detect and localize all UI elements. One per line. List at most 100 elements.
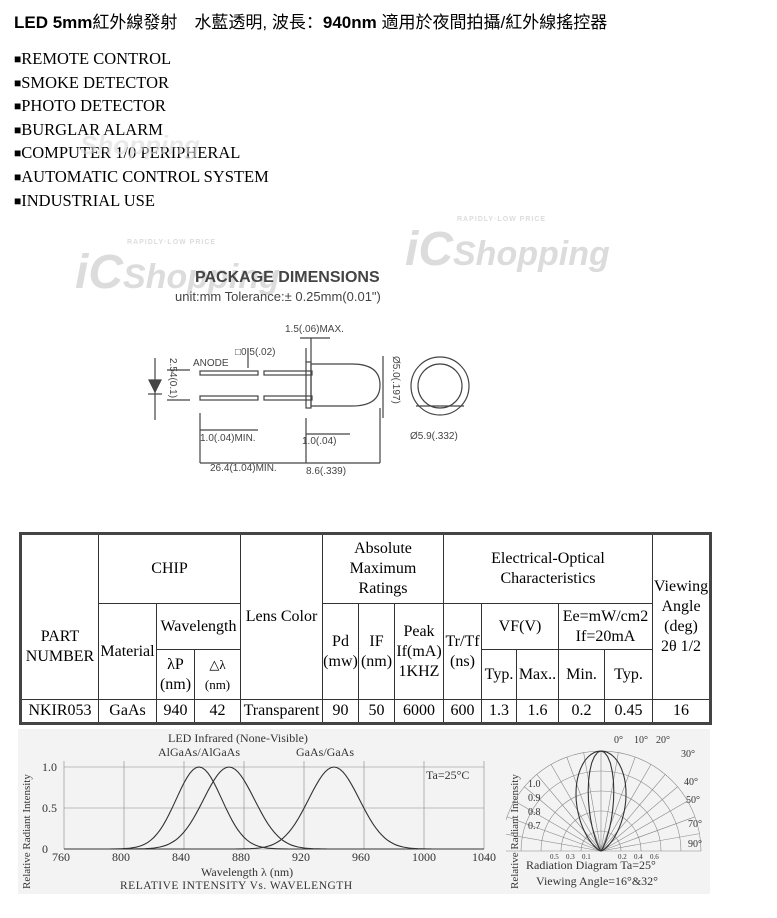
polar-spoke [566,756,602,852]
polar-spoke [524,786,602,852]
dim-flange-max: 1.5(.06)MAX. [285,324,344,335]
polar-spoke [536,774,602,852]
application-list: REMOTE CONTROL SMOKE DETECTOR PHOTO DETE… [14,48,269,213]
x-axis-label: Wavelength λ (nm) [201,865,293,879]
list-item: INDUSTRIAL USE [14,190,269,214]
cell-if: 50 [358,699,395,724]
header-vf: VF(V) [481,603,559,650]
dim-body-length: 8.6(.339) [306,466,346,477]
y-tick-label: 0 [42,842,48,856]
header-material: Material [98,603,157,700]
header-delta-lambda: △λ(nm) [194,649,241,700]
scale-label: 0.3 [566,853,575,861]
angle-label: 30° [681,749,695,760]
polar-spoke [600,756,636,852]
polar-title: Radiation Diagram Ta=25° [526,858,656,872]
x-tick-label: 800 [112,850,130,864]
header-vf-max: Max.. [516,649,559,700]
cell-ee-min: 0.2 [558,699,605,724]
polar-spoke [600,774,666,852]
header-pd: Pd(mw) [322,603,359,700]
watermark-logo: Shopping [80,130,200,160]
header-lambda-p: λP(nm) [156,649,195,700]
watermark-logo: iCShopping RAPIDLY·LOW PRICE [75,239,280,299]
watermark-logo: iCShopping RAPIDLY·LOW PRICE [405,216,610,276]
cell-vf-max: 1.6 [516,699,559,724]
dimensions-title: PACKAGE DIMENSIONS [195,269,380,286]
header-lens-color: Lens Color [240,533,323,700]
angle-label: 10° [634,735,648,746]
dim-total-length: 26.4(1.04)MIN. [210,463,277,474]
list-item: SMOKE DETECTOR [14,72,269,96]
x-tick-label: 920 [292,850,310,864]
cell-pd: 90 [322,699,359,724]
spectrum-title: LED Infrared (None-Visible) [168,731,308,745]
list-item: REMOTE CONTROL [14,48,269,72]
y-tick-label: 0.5 [42,801,57,815]
polar-spoke [583,752,602,852]
page-title: LED 5mm紅外線發射 水藍透明, 波長：940nm 適用於夜間拍攝/紅外線搖… [14,13,608,32]
x-tick-label: 880 [232,850,250,864]
spectrum-subtitle: RELATIVE INTENSITY Vs. WAVELENGTH [120,880,353,892]
angle-label: 70° [688,819,702,830]
spectrum-annotation: Ta=25°C [426,768,469,782]
polar-spoke [600,764,652,852]
cell-delta-lambda: 42 [194,699,241,724]
table-row: NKIR053 GaAs 940 42 Transparent 90 50 60… [20,699,711,724]
radiation-lobe [575,750,627,852]
header-viewing-angle: Viewing Angle (deg) 2θ 1/2 [652,533,711,700]
scale-label: 0.5 [550,853,559,861]
scale-label: 0.1 [582,853,591,861]
angle-label: 90° [688,839,702,850]
y-axis-label: Relative Radiant Intensity [21,774,33,889]
x-tick-label: 1040 [472,850,496,864]
radiation-diagram: Relative Radiant Intensity Radiation Dia… [506,735,702,889]
radial-label: 0.7 [528,821,541,832]
cell-lens: Transparent [240,699,323,724]
header-absolute-max: Absolute Maximum Ratings [322,533,444,604]
angle-label: 40° [684,777,698,788]
radial-label: 1.0 [528,779,541,790]
polar-spoke [600,800,688,852]
list-item: PHOTO DETECTOR [14,95,269,119]
polar-spoke [600,833,700,852]
dim-body-diameter: Ø5.0(.197) [390,356,401,404]
polar-spoke [506,833,602,852]
polar-spoke [600,786,678,852]
radial-label: 0.8 [528,807,541,818]
anode-label: ANODE [193,358,229,369]
header-chip: CHIP [98,533,241,604]
x-tick-label: 960 [352,850,370,864]
series-line [64,766,484,850]
y-axis-label: Relative Radiant Intensity [509,774,521,889]
angle-label: 0° [614,735,623,746]
header-ee-typ: Typ. [604,649,653,700]
cell-lambda-p: 940 [156,699,195,724]
graph-panel: LED Infrared (None-Visible) AlGaAs/AlGaA… [18,729,710,894]
series-label-gaas: GaAs/GaAs [296,745,354,759]
list-item: BURGLAR ALARM [14,119,269,143]
polar-spoke [506,816,602,852]
x-tick-label: 1000 [412,850,436,864]
angle-label: 20° [656,735,670,746]
header-ee-min: Min. [558,649,605,700]
cell-material: GaAs [98,699,157,724]
y-tick-label: 1.0 [42,760,57,774]
package-dimensions-diagram: PACKAGE DIMENSIONS unit:mm Tolerance:± 0… [148,269,470,477]
cell-viewing-angle: 16 [652,699,711,724]
dim-flange-diameter: Ø5.9(.332) [410,431,458,442]
scale-label: 0.2 [618,853,627,861]
scale-label: 0.4 [634,853,643,861]
polar-subtitle: Viewing Angle=16°&32° [536,874,658,888]
cell-vf-typ: 1.3 [481,699,517,724]
cell-ee-typ: 0.45 [604,699,653,724]
cell-trtf: 600 [443,699,482,724]
series-label-algaas: AlGaAs/AlGaAs [158,745,240,759]
dimensions-subtitle: unit:mm Tolerance:± 0.25mm(0.01") [175,289,381,304]
header-wavelength: Wavelength [156,603,241,650]
angle-label: 50° [686,795,700,806]
cell-peak-if: 6000 [394,699,444,724]
header-part-number: PART NUMBER [20,533,99,700]
dim-lead-square: □0.5(.02) [235,347,276,358]
